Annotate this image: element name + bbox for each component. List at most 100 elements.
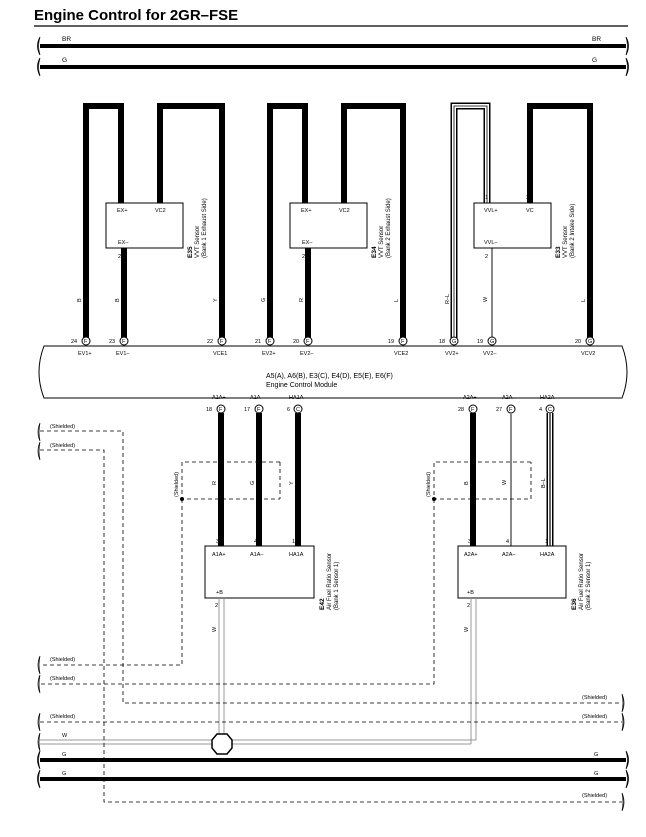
e42-wire-r: R bbox=[212, 481, 218, 485]
ecm-pin-vce1: VCE1 bbox=[213, 351, 227, 357]
ecm-pin-17f-num: 17 bbox=[244, 407, 250, 413]
engine-control-module: A5(A), A6(B), E3(C), E4(D), E5(E), E6(F)… bbox=[38, 345, 628, 399]
e42-pin-a1a-plus: A1A+ bbox=[212, 552, 226, 558]
e36-wire-w: W bbox=[502, 479, 508, 485]
e34-name: VVT Sensor bbox=[379, 226, 385, 258]
ecm-pin-4c-num: 4 bbox=[539, 407, 542, 413]
ecm-pin-ev1-plus: EV1+ bbox=[78, 351, 92, 357]
ecm-pin-19f-conn: F bbox=[401, 339, 405, 345]
bottom-g-label-1-right: G bbox=[594, 752, 598, 758]
ecm-pin-ev2-minus: EV2– bbox=[300, 351, 314, 357]
ecm-pin-19g-conn: G bbox=[490, 339, 494, 345]
e42-pin4-num: 4 bbox=[254, 539, 257, 545]
vvt-sensor-e33: 1 3 VVL+ VC VVL– 2 R–L W L E33 VVT Senso… bbox=[445, 102, 593, 340]
e34-desc: (Bank 2 Exhaust Side) bbox=[386, 198, 392, 258]
shielded-label-6: (Shielded) bbox=[582, 695, 607, 701]
shielded-label-7: (Shielded) bbox=[582, 714, 607, 720]
e35-pin-vc2: VC2 bbox=[155, 208, 166, 214]
ecm-pin-28f-conn: F bbox=[471, 407, 475, 413]
ecm-pin-19f-num: 19 bbox=[388, 339, 394, 345]
e34-pin-vc2: VC2 bbox=[339, 208, 350, 214]
e34-code: E34 bbox=[371, 246, 378, 258]
e36-shield-label: (Shielded) bbox=[426, 472, 432, 497]
e42-desc: (Bank 1 Sensor 1) bbox=[334, 562, 340, 610]
shield-lines-upper: (Shielded) (Shielded) bbox=[37, 422, 622, 803]
shielded-label-4: (Shielded) bbox=[50, 676, 75, 682]
shielded-label-3: (Shielded) bbox=[50, 657, 75, 663]
e35-pin-ex-minus: EX– bbox=[118, 240, 129, 246]
e33-wire3: L bbox=[581, 299, 587, 302]
e42-pin-a1a-minus: A1A– bbox=[250, 552, 264, 558]
ecm-pin-20f-num: 20 bbox=[293, 339, 299, 345]
ecm-pin-22f-num: 22 bbox=[207, 339, 213, 345]
e33-pin-vvl-minus: VVL– bbox=[484, 240, 498, 246]
ecm-pin-20f-conn: F bbox=[306, 339, 310, 345]
e36-pin3-num: 3 bbox=[468, 539, 471, 545]
e35-pin1-num: 1 bbox=[118, 195, 121, 201]
e35-wire3: Y bbox=[213, 298, 219, 302]
e42-name: Air Fuel Ratio Sensor bbox=[327, 553, 333, 610]
e36-pin2-num: 2 bbox=[467, 603, 470, 609]
e33-pin1-num: 1 bbox=[485, 195, 488, 201]
e36-wire-bl: B–L bbox=[541, 478, 547, 488]
ecm-pin-4c-conn: C bbox=[548, 407, 552, 413]
ecm-pin-22f-conn: F bbox=[220, 339, 224, 345]
ecm-pin-21f-num: 21 bbox=[255, 339, 261, 345]
e42-code: E42 bbox=[319, 598, 326, 610]
ecm-pin-a1a-plus: A1A+ bbox=[212, 395, 226, 401]
e34-wire2: R bbox=[299, 298, 305, 302]
e34-pin2-num: 2 bbox=[302, 254, 305, 260]
e33-pin3-num: 3 bbox=[526, 195, 529, 201]
page-title: Engine Control for 2GR–FSE bbox=[34, 7, 238, 24]
ecm-pin-ev1-minus: EV1– bbox=[116, 351, 130, 357]
e36-pin-ha2a: HA2A bbox=[540, 552, 555, 558]
w-line: W bbox=[37, 732, 233, 755]
e34-wire1: G bbox=[261, 298, 267, 302]
ecm-pin-ha2a: HA2A bbox=[540, 395, 555, 401]
ecm-pin-vv2-minus: VV2– bbox=[483, 351, 497, 357]
e34-pin-ex-minus: EX– bbox=[302, 240, 313, 246]
e42-pin-plus-b: +B bbox=[216, 590, 223, 596]
ecm-pin-23f-conn: F bbox=[122, 339, 126, 345]
e35-wire2: B bbox=[115, 298, 121, 302]
shielded-label-8: (Shielded) bbox=[582, 793, 607, 799]
shield-lines-lower: (Shielded) (Shielded) (Shielded) (Shield… bbox=[37, 499, 625, 812]
e36-pin4-num: 4 bbox=[506, 539, 509, 545]
ecm-pin-ha1a: HA1A bbox=[289, 395, 304, 401]
e34-wire3: L bbox=[394, 299, 400, 302]
ecm-pin-ev2-plus: EV2+ bbox=[262, 351, 276, 357]
e42-pin-ha1a: HA1A bbox=[289, 552, 304, 558]
e33-name: VVT Sensor bbox=[563, 226, 569, 258]
e35-pin3-num: 3 bbox=[157, 195, 160, 201]
ecm-pin-28f-num: 28 bbox=[458, 407, 464, 413]
ecm-pin-27f-conn: F bbox=[509, 407, 513, 413]
e35-name: VVT Sensor bbox=[195, 226, 201, 258]
e36-pin-plus-b: +B bbox=[467, 590, 474, 596]
e36-code: E36 bbox=[571, 598, 578, 610]
w-line-label: W bbox=[62, 733, 68, 739]
e33-code: E33 bbox=[555, 246, 562, 258]
e33-pin-vvl-plus: VVL+ bbox=[484, 208, 498, 214]
bottom-g-label-2-left: G bbox=[62, 771, 66, 777]
e34-pin3-num: 3 bbox=[341, 195, 344, 201]
e35-pin2-num: 2 bbox=[118, 254, 121, 260]
e33-pin2-num: 2 bbox=[485, 254, 488, 260]
e36-wire-w-b: W bbox=[464, 626, 470, 632]
ecm-pin-19g-num: 19 bbox=[477, 339, 483, 345]
e36-pin-a2a-minus: A2A– bbox=[502, 552, 516, 558]
ecm-module-codes: A5(A), A6(B), E3(C), E4(D), E5(E), E6(F) bbox=[266, 373, 393, 380]
ecm-pin-6c-conn: C bbox=[296, 407, 300, 413]
e33-pin-vc: VC bbox=[526, 208, 534, 214]
e35-desc: (Bank 1 Exhaust Side) bbox=[202, 198, 208, 258]
e33-wire1: R–L bbox=[445, 294, 451, 304]
top-bus-br: BR BR bbox=[37, 36, 629, 56]
plus-b-feed-wires bbox=[40, 598, 477, 745]
e36-wire-b: B bbox=[464, 481, 470, 485]
e42-shield-label: (Shielded) bbox=[174, 472, 180, 497]
top-bus-g-label-left: G bbox=[62, 57, 67, 64]
ecm-pin-20g-num: 20 bbox=[575, 339, 581, 345]
ecm-pin-20g-conn: G bbox=[588, 339, 592, 345]
ecm-pin-18f-b-num: 18 bbox=[206, 407, 212, 413]
ecm-pin-24f-num: 24 bbox=[71, 339, 77, 345]
